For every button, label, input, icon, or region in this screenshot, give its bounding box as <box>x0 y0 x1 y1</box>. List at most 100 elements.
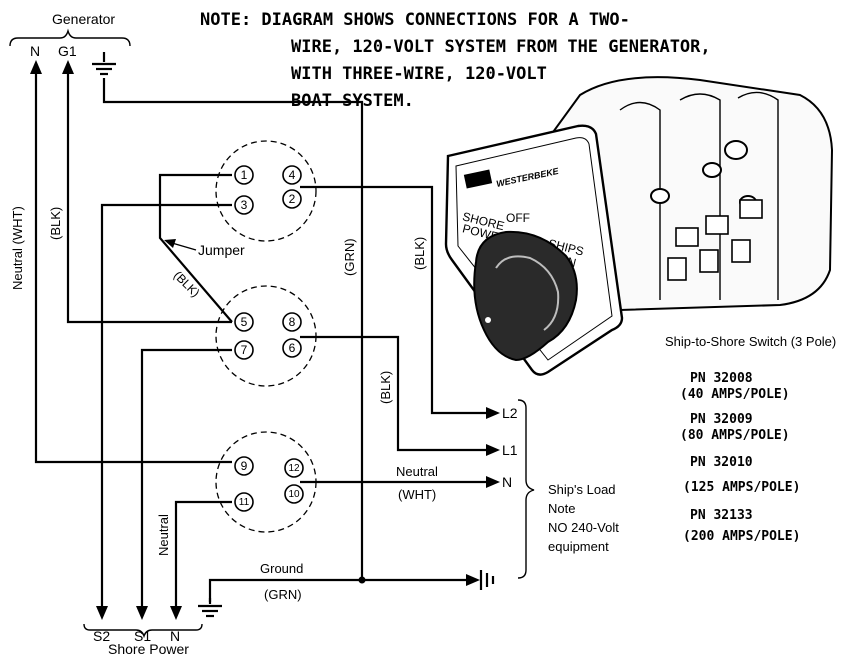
switch-contact-2 <box>702 162 722 178</box>
terminal-9-label: 9 <box>241 459 248 473</box>
shore-neutral-wire <box>174 500 232 608</box>
terminal-2: 2 <box>282 189 302 209</box>
shore-power-title: Shore Power <box>108 641 189 656</box>
generator-title: Generator <box>52 11 115 27</box>
note-line-3: WITH THREE-WIRE, 120-VOLT <box>291 64 547 84</box>
terminal-5: 5 <box>234 312 254 332</box>
l2-arrow <box>486 407 500 419</box>
generator-neutral-label: N <box>30 43 40 59</box>
shore-ground-icon <box>198 598 222 618</box>
g1-blk-wire <box>66 72 232 324</box>
shore-n-arrow <box>170 606 182 620</box>
generator-ground-icon <box>92 52 116 76</box>
s1-wire <box>140 348 232 608</box>
ships-load-note: Ship's Load Note NO 240-Volt equipment <box>548 482 619 554</box>
switch-faceplate-inner <box>455 137 613 361</box>
terminal-1: 1 <box>234 165 254 185</box>
terminal-8: 8 <box>282 312 302 332</box>
blk-jumper-label: (BLK) <box>171 268 203 300</box>
parts-list: PN 32008 (40 AMPS/POLE) PN 32009 (80 AMP… <box>680 371 800 544</box>
load-line-4: equipment <box>548 539 609 554</box>
s2-wire <box>100 203 232 608</box>
generator-g1-label: G1 <box>58 43 77 59</box>
terminal-block-middle <box>215 285 317 387</box>
shore-n-label: N <box>170 628 180 644</box>
terminal-block-bottom <box>215 431 317 533</box>
switch-off-label: OFF <box>506 211 530 225</box>
terminal-5-label: 5 <box>241 315 248 329</box>
l2-label: L2 <box>502 405 518 421</box>
blk-upper-label: (BLK) <box>412 237 427 270</box>
l1-label: L1 <box>502 442 518 458</box>
terminal-4: 4 <box>282 165 302 185</box>
part-3-pn: PN 32010 <box>690 455 753 470</box>
load-ground-icon <box>479 570 495 590</box>
part-1-pn: PN 32008 <box>690 371 753 386</box>
switch-contact-3 <box>724 140 748 160</box>
grn-bottom-label: (GRN) <box>264 587 302 602</box>
switch-contact-1 <box>650 188 670 204</box>
load-line-3: NO 240-Volt <box>548 520 619 535</box>
terminal-7-label: 7 <box>241 343 248 357</box>
generator-bracket <box>9 28 131 47</box>
terminal-12-label: 12 <box>288 463 300 474</box>
l1-wire <box>300 335 488 452</box>
jumper-label: Jumper <box>198 242 245 258</box>
grn-vertical-label: (GRN) <box>342 238 357 276</box>
s2-arrow <box>96 606 108 620</box>
shore-neutral-label: Neutral <box>156 514 171 556</box>
terminal-6: 6 <box>282 338 302 358</box>
s1-arrow <box>136 606 148 620</box>
terminal-block-top <box>215 140 317 242</box>
switch-tab-4 <box>667 257 687 281</box>
ground-arrow <box>466 574 480 586</box>
part-1-rating: (40 AMPS/POLE) <box>680 387 790 402</box>
generator-block: Generator N G1 <box>9 11 131 76</box>
jumper-wire <box>158 173 233 323</box>
neutral-out-arrow <box>486 476 500 488</box>
part-3-rating: (125 AMPS/POLE) <box>683 480 800 495</box>
generator-n-arrow <box>30 60 42 74</box>
part-4-pn: PN 32133 <box>690 508 753 523</box>
shore-s2-label: S2 <box>93 628 110 644</box>
terminal-3-label: 3 <box>241 198 248 212</box>
terminal-12: 12 <box>284 458 304 478</box>
l1-arrow <box>486 444 500 456</box>
jumper-pointer <box>171 242 197 251</box>
part-4-rating: (200 AMPS/POLE) <box>683 529 800 544</box>
grn-wire-vertical <box>102 78 364 580</box>
terminal-3: 3 <box>234 195 254 215</box>
switch-caption: Ship-to-Shore Switch (3 Pole) <box>665 334 836 349</box>
generator-g1-arrow <box>62 60 74 74</box>
shore-power-block: S2 S1 N Shore Power <box>83 623 203 656</box>
load-bracket <box>517 399 535 579</box>
load-line-2: Note <box>548 501 575 516</box>
terminal-8-label: 8 <box>289 315 296 329</box>
terminal-4-label: 4 <box>289 168 296 182</box>
terminal-10-label: 10 <box>288 489 300 500</box>
brand-logo <box>463 169 493 189</box>
ground-label: Ground <box>260 561 303 576</box>
shore-bracket-top <box>83 623 203 639</box>
ship-to-shore-switch-illustration: WESTERBEKE SHORE POWER OFF SHIPS GEN <box>444 76 834 376</box>
terminal-6-label: 6 <box>289 341 296 355</box>
switch-deck-2 <box>679 93 721 300</box>
neutral-wht-label: Neutral (WHT) <box>10 206 25 290</box>
note-line-2: WIRE, 120-VOLT SYSTEM FROM THE GENERATOR… <box>291 37 711 57</box>
note-line-1: NOTE: DIAGRAM SHOWS CONNECTIONS FOR A TW… <box>200 10 630 30</box>
jumper-pointer-head <box>164 239 176 248</box>
wht-right-label: (WHT) <box>398 487 436 502</box>
terminal-9: 9 <box>234 456 254 476</box>
neutral-wht-wire <box>34 72 232 464</box>
n-output-label: N <box>502 474 512 490</box>
neutral-right-label: Neutral <box>396 464 438 479</box>
switch-tab-6 <box>731 239 751 263</box>
switch-tab-3 <box>739 199 763 219</box>
switch-knob-highlight <box>495 255 560 331</box>
blk-left-label: (BLK) <box>48 207 63 240</box>
switch-tab-5 <box>699 249 719 273</box>
ground-wire <box>208 578 468 602</box>
wiring <box>30 60 500 620</box>
blk-lower-label: (BLK) <box>378 371 393 404</box>
switch-knob-marker <box>485 317 491 323</box>
